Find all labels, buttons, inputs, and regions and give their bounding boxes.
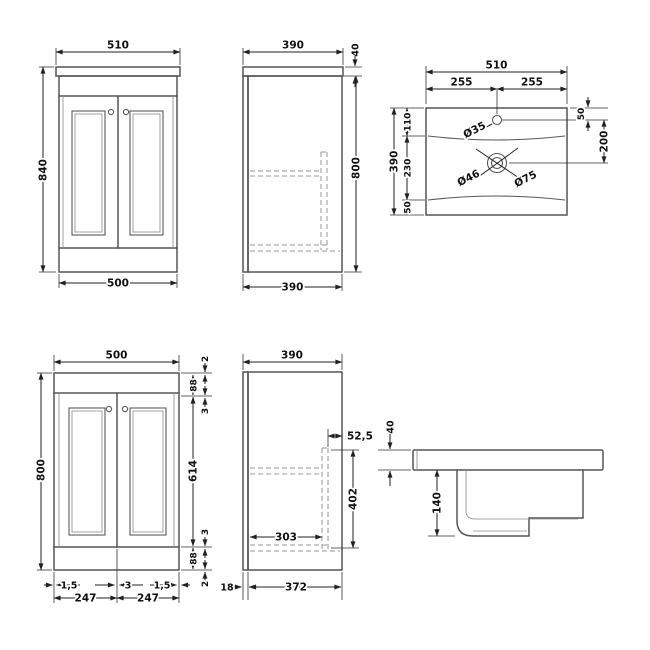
dim-bottom-chain: 1,5 3 1,5 247 247 <box>44 549 190 606</box>
carcass-side <box>247 371 343 571</box>
hidden-lines <box>250 151 340 252</box>
dim-label: 390 <box>282 282 304 294</box>
dim-label: 18 <box>220 583 234 594</box>
left-door-knob <box>107 108 115 116</box>
basin-front-curve <box>427 135 566 141</box>
dim-bottom-chain: 18 372 <box>219 572 343 600</box>
basin-bowl-outline <box>456 469 584 537</box>
basin-rear-curve <box>427 195 566 201</box>
carcass-side <box>247 75 343 273</box>
dim-tap-centres: 255 255 <box>425 77 568 92</box>
dim-label: 390 <box>389 151 401 173</box>
dim-label: 390 <box>282 40 304 52</box>
right-door-panel <box>129 407 167 536</box>
dim-label: 372 <box>285 582 307 594</box>
worktop-side <box>242 66 344 77</box>
dim-label: 1,5 <box>61 581 78 592</box>
left-door-panel <box>71 110 106 236</box>
dim-label: 3 <box>201 529 211 535</box>
dim-front-width-bottom: 500 <box>58 274 178 291</box>
dim-label: 3 <box>125 581 132 592</box>
waste-dia-label: Ø75 <box>512 169 538 190</box>
dim-side-depth-bottom: 390 <box>242 274 343 295</box>
tap-hole <box>491 114 503 126</box>
dim-side-depth-top: 390 <box>242 40 344 65</box>
worktop <box>55 66 181 77</box>
dim-height: 800 <box>34 372 52 571</box>
cabinet-body <box>58 75 178 273</box>
basin-bowl-inner <box>465 470 578 520</box>
dim-back-recess: 52,5 <box>327 429 375 447</box>
dim-front-height: 840 <box>36 66 56 273</box>
basin-outline <box>425 107 568 216</box>
dim-label: 1,5 <box>154 581 171 592</box>
dim-label: 3 <box>201 408 211 414</box>
dim-shelf-depth: 303 <box>249 530 323 545</box>
basin-plan-view: Ø35 Ø46 Ø75 510 255 255 110 230 50 390 <box>387 60 612 216</box>
dim-label: 200 <box>599 131 611 153</box>
dim-label: 614 <box>188 460 200 482</box>
dim-label: 402 <box>348 488 360 510</box>
dim-label: 510 <box>486 60 508 72</box>
dim-basin-depth-zones: 110 230 50 390 <box>387 107 425 216</box>
front-view-overall: 510 840 500 <box>36 40 181 291</box>
cabinet-body <box>53 372 180 571</box>
dim-worktop-thickness: 40 <box>344 43 362 87</box>
left-door-knob <box>105 405 113 413</box>
dim-label: 500 <box>107 278 129 290</box>
waste-hole-outer <box>486 152 508 174</box>
right-door-panel <box>129 110 164 236</box>
dim-label: 800 <box>36 459 48 481</box>
dim-label: 50 <box>404 201 414 214</box>
dim-label: 255 <box>521 77 543 89</box>
dim-label: 40 <box>386 420 397 434</box>
dim-label: 50 <box>577 108 587 121</box>
dim-label: 247 <box>75 593 97 605</box>
dim-label: 52,5 <box>347 431 373 443</box>
dim-label: 390 <box>281 350 303 362</box>
dim-label: 247 <box>137 593 159 605</box>
side-view-detail: 390 52,5 402 303 18 372 <box>219 350 375 600</box>
dim-label: 2 <box>201 581 211 587</box>
dim-label: 800 <box>351 157 363 179</box>
dim-depth-top: 390 <box>242 350 343 370</box>
basin-side-view: 40 140 <box>378 420 604 537</box>
dim-label: 510 <box>107 40 129 52</box>
dim-label: 110 <box>404 113 414 132</box>
basin-rim <box>412 449 604 471</box>
dim-recess-height: 402 <box>331 449 361 549</box>
dim-label: 2 <box>201 356 211 362</box>
overflow-dia-label: Ø46 <box>455 168 481 189</box>
dim-tap-waste-offsets: 50 200 <box>575 97 612 164</box>
dim-width-top: 500 <box>53 350 180 371</box>
dim-front-width-top: 510 <box>55 40 181 65</box>
dim-rim-height: 40 <box>378 420 411 486</box>
dim-label: 840 <box>38 159 50 181</box>
left-door-panel <box>68 407 106 536</box>
dim-basin-width: 510 <box>425 60 568 104</box>
front-view-detail: 500 800 88 614 88 2 3 3 2 <box>34 350 213 607</box>
dim-label: 303 <box>275 532 297 544</box>
dim-label: 255 <box>451 77 473 89</box>
dim-label: 230 <box>404 159 414 178</box>
dim-label: 140 <box>432 492 444 514</box>
dim-label: 40 <box>351 43 362 57</box>
dim-right-chain: 88 614 88 2 3 3 2 <box>181 354 213 589</box>
dim-label: 500 <box>106 350 128 362</box>
dim-label: 88 <box>190 379 200 392</box>
side-view-overall: 390 40 800 390 <box>242 40 364 295</box>
waste-hole-inner <box>490 156 504 170</box>
right-door-knob <box>121 405 129 413</box>
tap-dia-label: Ø35 <box>461 120 487 141</box>
right-door-knob <box>122 108 130 116</box>
dim-side-height: 800 <box>344 75 364 273</box>
dim-bowl-depth: 140 <box>428 469 455 537</box>
dim-label: 88 <box>190 552 200 565</box>
hidden-lines <box>250 447 340 552</box>
